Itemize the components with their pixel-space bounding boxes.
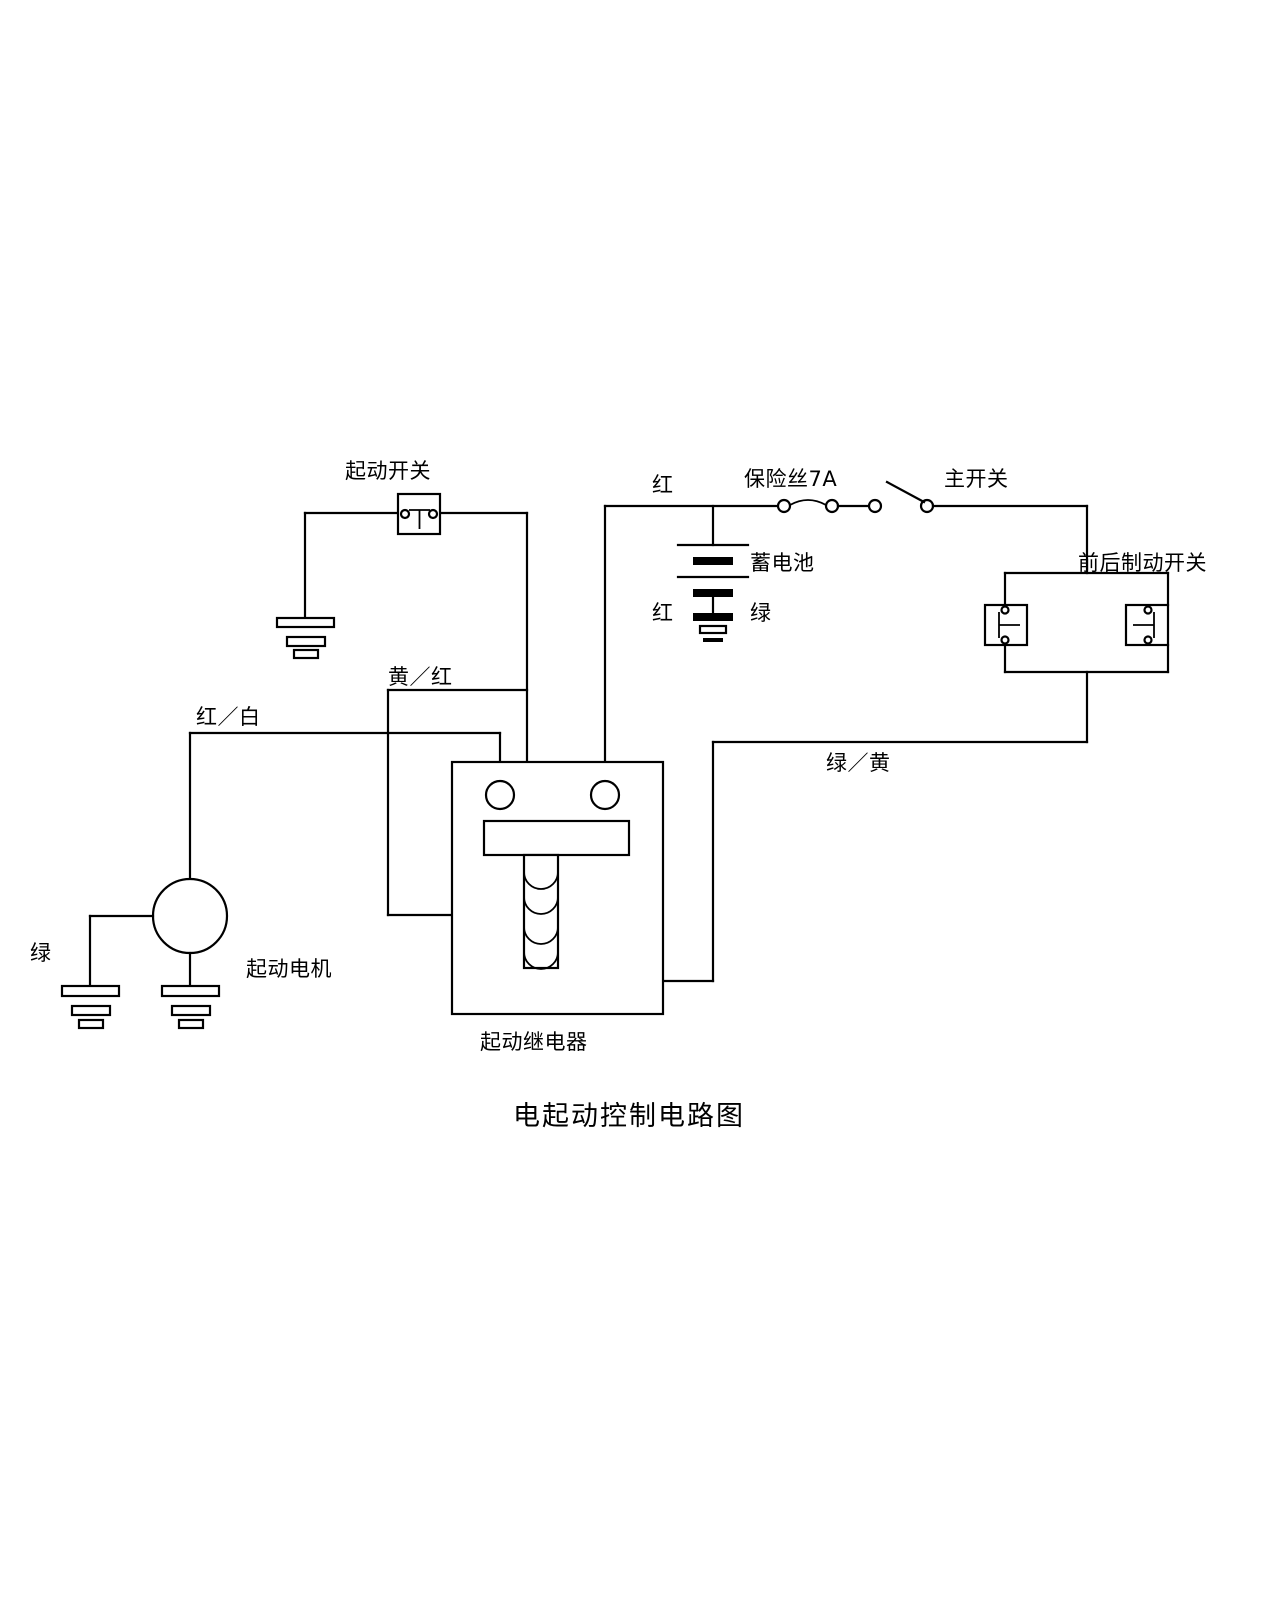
start-motor [60, 877, 229, 1030]
rear-brake-switch[interactable] [1124, 603, 1170, 647]
relay-terminal-left [484, 779, 516, 811]
yellow-red-bus [386, 688, 529, 917]
label-start-switch: 起动开关 [345, 459, 431, 483]
label-red-top: 红 [652, 473, 674, 497]
front-brake-terminal-top [1000, 605, 1010, 615]
front-brake-switch[interactable] [983, 603, 1029, 647]
start-switch-terminal-right [427, 508, 439, 520]
power-supply-branch [603, 480, 1089, 792]
start-switch-branch [275, 492, 529, 792]
label-main-switch: 主开关 [944, 467, 1009, 491]
fuse-symbol[interactable] [776, 498, 840, 514]
label-start-relay: 起动继电器 [480, 1030, 588, 1054]
label-yellow-red: 黄／红 [388, 665, 453, 689]
label-front-rear-brake-switch: 前后制动开关 [1078, 551, 1207, 575]
fuse-element [789, 499, 827, 506]
front-brake-terminal-bottom [1000, 635, 1010, 645]
label-green-motor: 绿 [30, 941, 52, 965]
relay-terminal-right [589, 779, 621, 811]
green-yellow-bus [661, 740, 1089, 983]
main-switch-blade [885, 480, 926, 504]
relay-armature-stem [522, 853, 560, 970]
battery-ground-bar-1 [698, 624, 728, 635]
relay-coil-windings [523, 871, 559, 970]
label-battery: 蓄电池 [750, 551, 815, 575]
rear-brake-terminal-top [1143, 605, 1153, 615]
battery-ground-bar-2 [703, 638, 723, 642]
start-switch-terminal-left [399, 508, 411, 520]
relay-armature-bar [482, 819, 631, 857]
diagram-title: 电起动控制电路图 [513, 1101, 745, 1132]
ground-symbol-start-switch [275, 616, 336, 660]
ground-symbol-motor-bottom [160, 984, 221, 1030]
ground-symbol-motor-left [60, 984, 121, 1030]
main-switch-symbol[interactable] [867, 480, 935, 514]
label-green-battery: 绿 [750, 601, 772, 625]
start-motor-circle[interactable] [151, 877, 229, 955]
label-green-yellow: 绿／黄 [826, 751, 891, 775]
rear-brake-terminal-bottom [1143, 635, 1153, 645]
label-red-lower: 红 [652, 601, 674, 625]
label-fuse: 保险丝7A [744, 467, 837, 491]
label-red-white: 红／白 [196, 705, 261, 729]
label-start-motor: 起动电机 [246, 957, 332, 981]
start-relay[interactable] [450, 760, 665, 1016]
battery-plate-short-1 [693, 557, 733, 565]
battery-plate-short-2 [693, 589, 733, 597]
battery-symbol [676, 543, 750, 642]
brake-switch-block [983, 571, 1170, 744]
battery-plate-short-3 [693, 613, 733, 621]
